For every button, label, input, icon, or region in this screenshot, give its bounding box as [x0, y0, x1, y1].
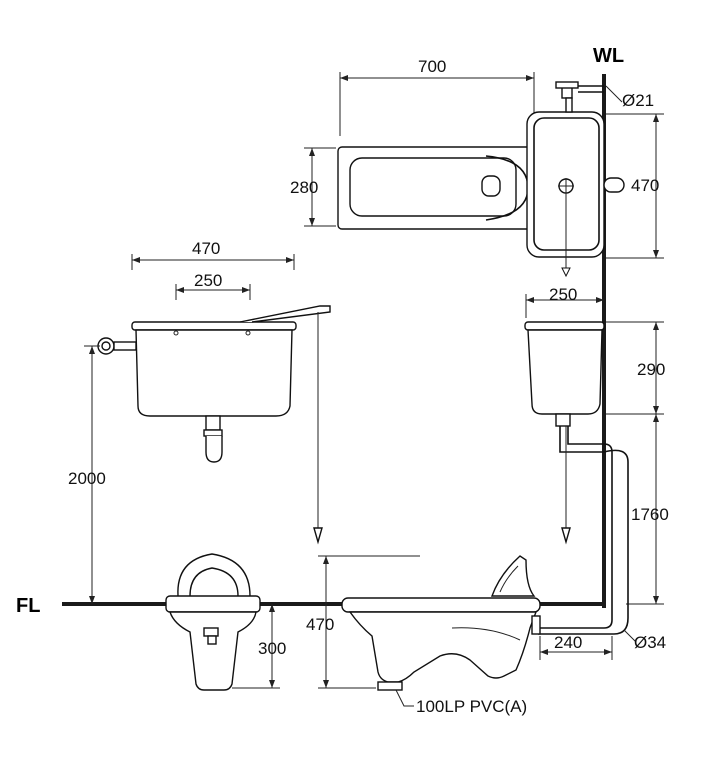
- high-cistern-height-label: 2000: [68, 469, 106, 488]
- basin-pipe-callout: [605, 85, 623, 103]
- high-cistern-height-dimension: [84, 345, 100, 604]
- high-cistern-outlet-dimension: [175, 284, 251, 300]
- squat-toilet: [341, 555, 541, 691]
- urinal-depth-label: 300: [258, 639, 286, 658]
- drain-offset-dimension: [539, 636, 613, 660]
- bathtub-length-dimension: [339, 72, 535, 136]
- basin-pipe-dia-label: Ø21: [622, 91, 654, 110]
- high-cistern-width-label: 470: [192, 239, 220, 258]
- low-cistern-height-label: 290: [637, 360, 665, 379]
- bathtub-length-label: 700: [418, 57, 446, 76]
- basin-height-label: 470: [631, 176, 659, 195]
- low-cistern-mount-dimension: [626, 414, 664, 605]
- high-cistern-outlet-label: 250: [194, 271, 222, 290]
- low-cistern-mount-label: 1760: [631, 505, 669, 524]
- urinal: [165, 553, 261, 691]
- high-cistern-width-dimension: [131, 254, 295, 270]
- drain-pipe-callout: [623, 629, 637, 643]
- squat-depth-dimension: [318, 555, 420, 689]
- drain-pipe-dia-label: Ø34: [634, 633, 666, 652]
- wash-basin: [526, 81, 625, 278]
- drain-offset-label: 240: [554, 633, 582, 652]
- low-cistern-width-label: 250: [549, 285, 577, 304]
- low-cistern-width-dimension: [525, 294, 604, 318]
- high-cistern: [97, 305, 331, 545]
- squat-depth-label: 470: [306, 615, 334, 634]
- urinal-depth-dimension: [232, 604, 280, 689]
- low-cistern-height-dimension: [606, 321, 664, 415]
- wall-line-label: WL: [593, 45, 624, 67]
- bathtub-height-dimension: [304, 147, 336, 227]
- drain-spec-label: 100LP PVC(A): [416, 697, 527, 716]
- flush-pipe: [538, 443, 629, 635]
- basin-height-dimension: [606, 113, 664, 259]
- bathtub: [337, 146, 537, 230]
- drain-spec-callout: [395, 689, 414, 707]
- bathtub-height-label: 280: [290, 178, 318, 197]
- low-cistern: [524, 321, 605, 545]
- floor-line-label: FL: [16, 595, 40, 617]
